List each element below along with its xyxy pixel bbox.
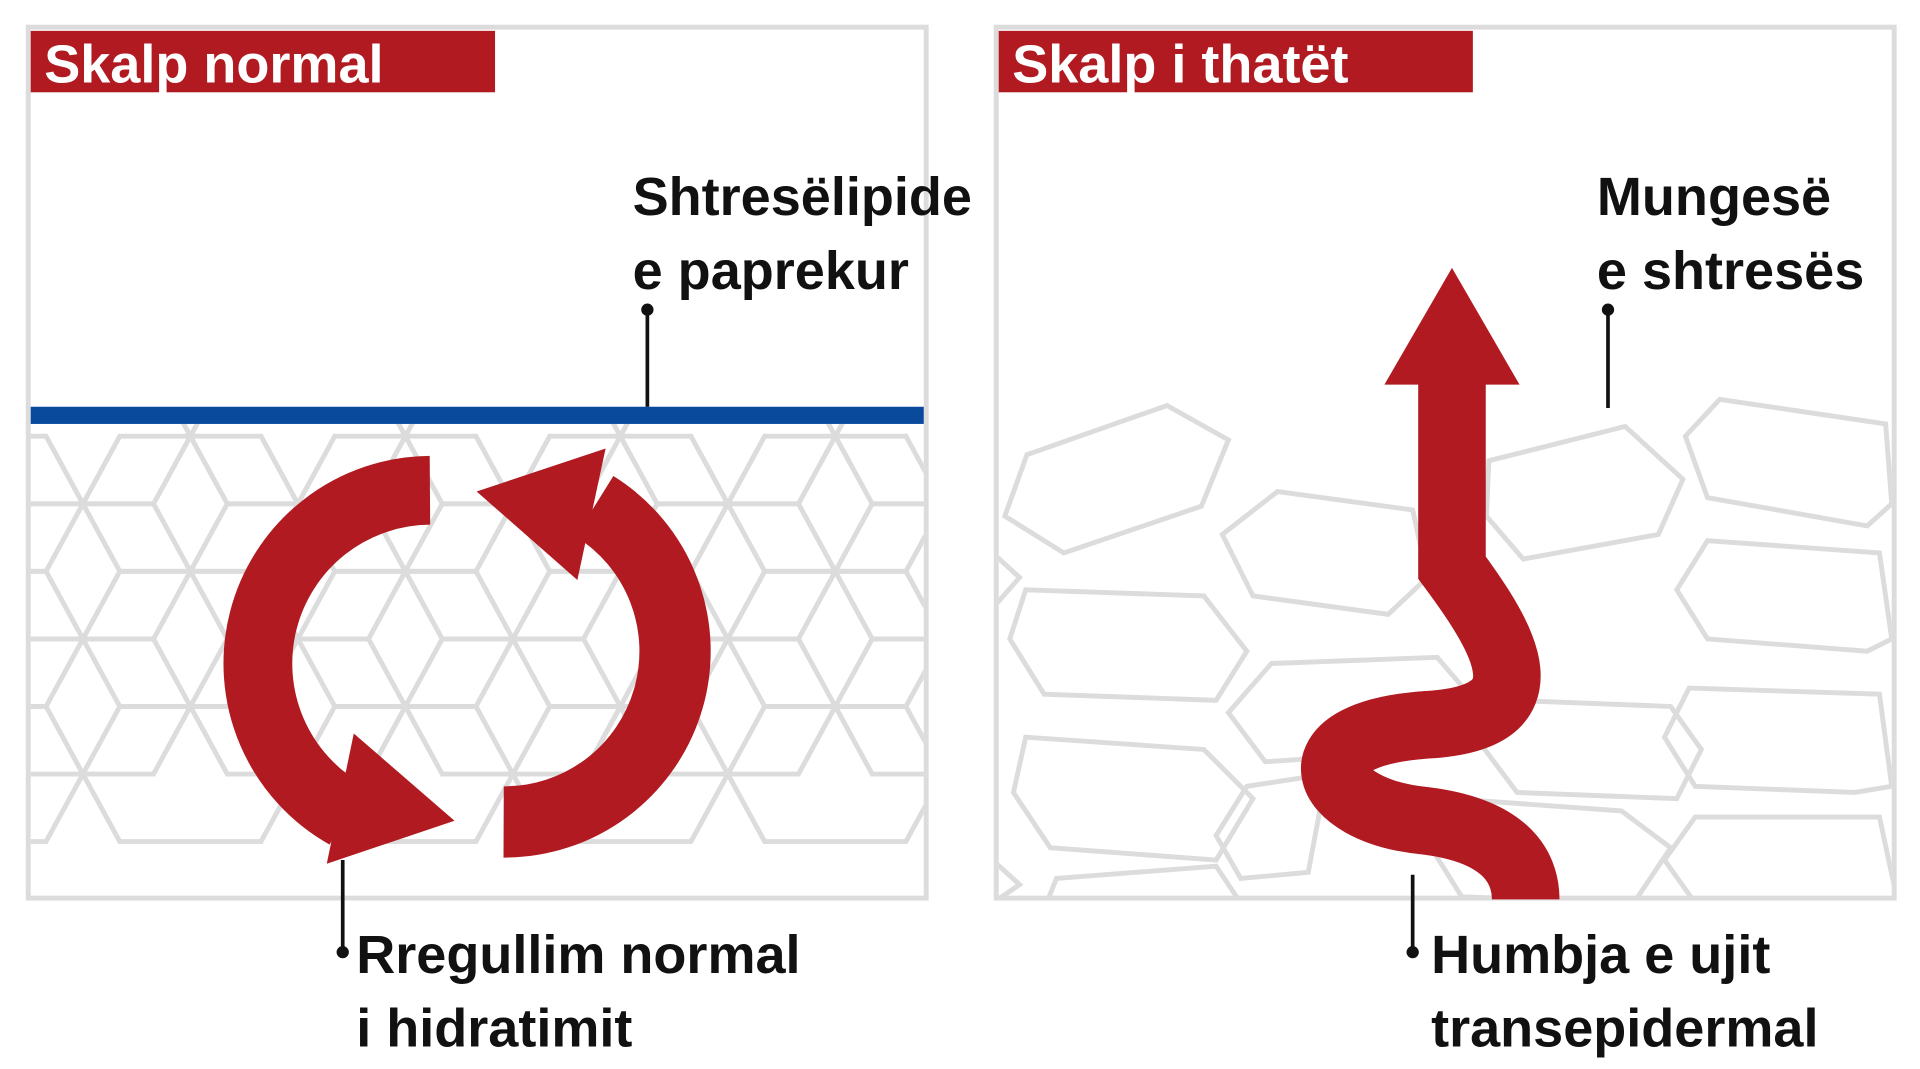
title-badge: [998, 30, 1473, 93]
label-hydration-line1: Rregullim normal: [356, 925, 800, 985]
wavy-up-arrow-icon: [1301, 267, 1560, 901]
skin-cell: [725, 704, 924, 845]
panel-frame: [25, 24, 929, 901]
panel-dry-scalp: Skalp i thatët Mungesë e shtresës Humbja…: [993, 24, 1897, 1059]
pointer-lipid-layer: [641, 303, 654, 407]
label-lipid-layer-line2: e paprekur: [633, 241, 909, 301]
pointer-water-loss: [1406, 874, 1419, 959]
label-missing-layer-line1: Mungesë: [1597, 167, 1831, 227]
pointer-hydration: [336, 860, 349, 959]
panel-title: Skalp i thatët: [1012, 34, 1348, 94]
skin-cell: [30, 636, 194, 777]
label-missing-layer-line2: e shtresës: [1597, 241, 1864, 301]
panel-title: Skalp normal: [44, 34, 383, 94]
lipid-layer-line: [30, 406, 924, 424]
label-hydration-line2: i hidratimit: [356, 999, 632, 1059]
pointer-missing-layer: [1601, 303, 1615, 408]
panel-normal-scalp: Skalp normal Shtresëlipide e paprekur Rr…: [25, 24, 972, 1059]
label-water-loss-line2: transepidermal: [1431, 999, 1818, 1059]
label-water-loss-line1: Humbja e ujit: [1431, 925, 1770, 985]
skin-cell: [30, 704, 86, 845]
label-lipid-layer-line1: Shtresëlipide: [633, 167, 972, 227]
title-badge: [30, 30, 496, 93]
circular-arrows-icon: [223, 448, 711, 864]
